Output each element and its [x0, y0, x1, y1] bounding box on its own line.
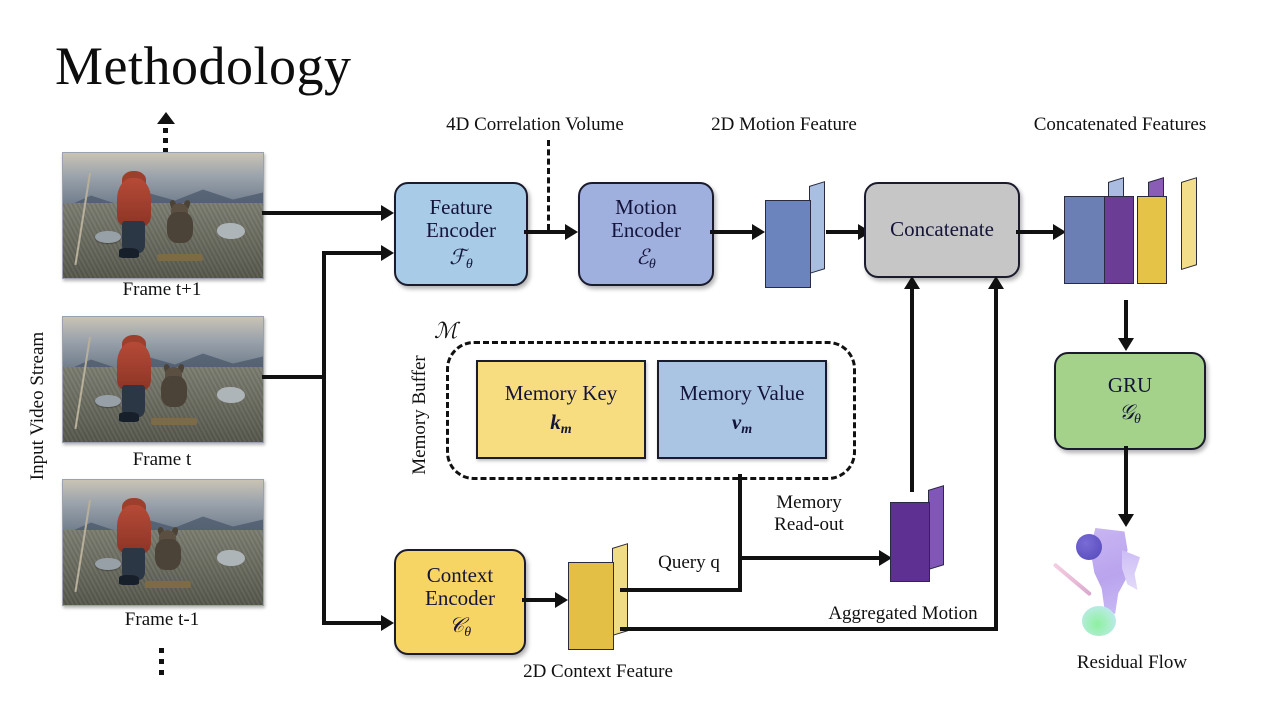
gru-symbol: 𝒢θ — [1119, 399, 1141, 427]
feature-encoder-line1: Feature — [429, 194, 493, 219]
arrowhead-context-encoder — [381, 615, 394, 631]
connector-feature-to-motion-encoder — [524, 230, 568, 234]
concatenated-feature-slab-blue — [1064, 177, 1124, 292]
connector-aggregated-motion-to-concatenate — [910, 288, 914, 492]
concatenated-feature-slab-gold — [1137, 177, 1197, 292]
gru-label: GRU — [1107, 373, 1153, 398]
connector-memory-readout — [738, 556, 882, 560]
arrowhead-feature-encoder-bottom — [381, 245, 394, 261]
context-encoder-line2: Encoder — [425, 586, 495, 611]
residual-flow-label: Residual Flow — [1076, 652, 1188, 673]
context-encoder-node[interactable]: Context Encoder 𝒞θ — [394, 549, 526, 655]
memory-key-symbol: km — [550, 409, 572, 437]
connector-motion-feature-to-concatenate — [826, 230, 864, 234]
frame-caption-t-plus-1: Frame t+1 — [122, 279, 202, 300]
memory-readout-line1: Memory — [776, 492, 842, 513]
input-video-stream-label: Input Video Stream — [27, 331, 48, 481]
concatenate-label: Concatenate — [890, 217, 994, 242]
connector-gru-to-residual-flow — [1124, 446, 1128, 518]
motion-encoder-line2: Encoder — [611, 218, 681, 243]
stream-continuation-up-icon — [155, 112, 179, 154]
context-encoder-line1: Context — [426, 562, 494, 587]
motion-feature-label: 2D Motion Feature — [711, 114, 857, 135]
stream-continuation-ellipsis-icon — [155, 648, 169, 688]
query-label: Query q — [630, 552, 748, 574]
memory-value-label: Memory Value — [679, 381, 805, 406]
motion-encoder-symbol: ℰθ — [636, 244, 656, 272]
connector-frame-t1-to-feature-encoder — [262, 211, 384, 215]
connector-concatenate-to-features — [1016, 230, 1058, 234]
arrowhead-aggregated-motion — [879, 550, 892, 566]
memory-value-cell[interactable]: Memory Value vm — [657, 360, 827, 459]
connector-query-riser — [738, 474, 742, 592]
feature-encoder-symbol: ℱθ — [449, 244, 473, 272]
arrowhead-motion-encoder — [565, 224, 578, 240]
arrowhead-gru-input — [1118, 338, 1134, 351]
arrowhead-concatenate-from-motion — [904, 276, 920, 289]
feature-encoder-line2: Encoder — [426, 218, 496, 243]
arrowhead-residual-flow — [1118, 514, 1134, 527]
page-title: Methodology — [55, 36, 352, 96]
connector-context-feature-to-concatenate-v — [994, 288, 998, 631]
context-feature-label: 2D Context Feature — [523, 661, 673, 682]
memory-value-symbol: vm — [731, 409, 753, 437]
memory-readout-label: Memory Read-out — [745, 492, 873, 537]
correlation-volume-label: 4D Correlation Volume — [446, 114, 624, 135]
memory-readout-line2: Read-out — [774, 514, 844, 536]
connector-features-to-gru — [1124, 300, 1128, 342]
arrowhead-concatenate-from-context — [988, 276, 1004, 289]
concatenate-node[interactable]: Concatenate — [864, 182, 1020, 278]
arrowhead-motion-feature — [752, 224, 765, 240]
gru-node[interactable]: GRU 𝒢θ — [1054, 352, 1206, 450]
feature-encoder-node[interactable]: Feature Encoder ℱθ — [394, 182, 528, 286]
context-encoder-symbol: 𝒞θ — [448, 612, 472, 640]
connector-frame-t-riser — [322, 251, 326, 625]
arrowhead-concatenated-features — [1053, 224, 1066, 240]
frame-thumbnail-t[interactable] — [62, 316, 264, 443]
aggregated-motion-label: Aggregated Motion — [828, 603, 978, 624]
frame-caption-t-minus-1: Frame t-1 — [124, 609, 200, 630]
arrowhead-context-feature — [555, 592, 568, 608]
concatenated-feature-slab-purple — [1104, 177, 1164, 292]
query-label-text: Query q — [658, 552, 720, 573]
connector-context-feature-to-concatenate-h — [620, 627, 998, 631]
memory-key-label: Memory Key — [504, 381, 618, 406]
frame-caption-t: Frame t — [132, 449, 192, 470]
memory-buffer-label: Memory Buffer — [409, 355, 430, 475]
context-feature-slab — [568, 543, 628, 652]
residual-flow-visualization — [1052, 522, 1192, 652]
connector-context-encoder-to-feature-slab — [522, 598, 560, 602]
memory-buffer-container — [446, 341, 856, 480]
correlation-volume-dashed-connector — [547, 140, 550, 230]
concatenated-features-label: Concatenated Features — [1033, 114, 1207, 135]
connector-bus-to-context-encoder — [322, 621, 384, 625]
connector-query-horizontal — [620, 588, 742, 592]
arrowhead-feature-encoder-top — [381, 205, 394, 221]
aggregated-motion-slab — [890, 485, 946, 586]
connector-bus-to-feature-encoder — [322, 251, 384, 255]
memory-key-cell[interactable]: Memory Key km — [476, 360, 646, 459]
connector-motion-encoder-to-feature-slab — [710, 230, 755, 234]
frame-thumbnail-t-plus-1[interactable] — [62, 152, 264, 279]
memory-buffer-symbol: ℳ — [434, 318, 458, 343]
frame-thumbnail-t-minus-1[interactable] — [62, 479, 264, 606]
motion-feature-slab — [765, 181, 825, 290]
motion-encoder-node[interactable]: Motion Encoder ℰθ — [578, 182, 714, 286]
motion-encoder-line1: Motion — [615, 194, 677, 219]
connector-frame-t-bus — [262, 375, 326, 379]
